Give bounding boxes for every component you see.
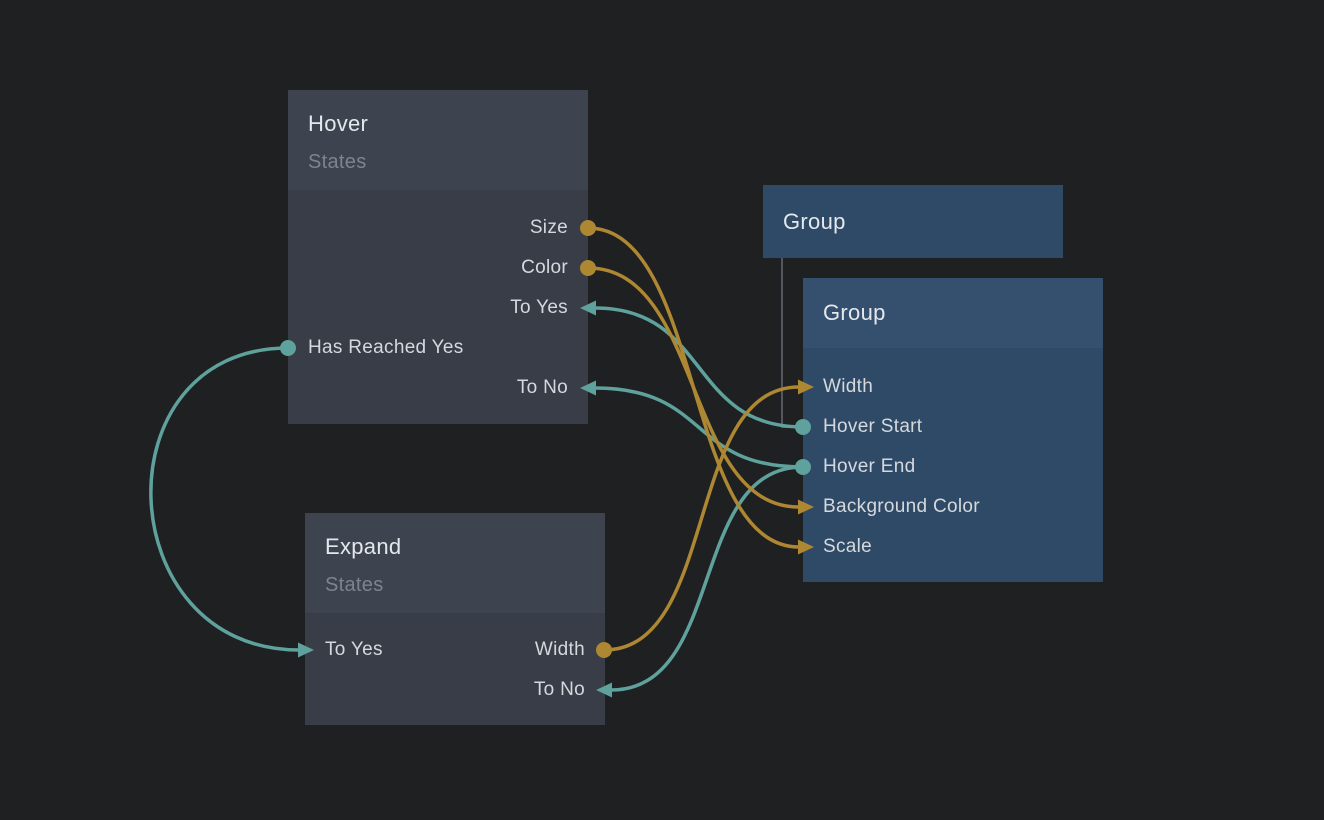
node-title: Group [783,209,846,234]
connection-hover.color-to-group.backgroundColor [586,266,814,515]
node-expand[interactable]: Expand States To Yes Width To No [305,513,605,725]
port-size[interactable]: Size [529,217,568,238]
port-to-no[interactable]: To No [533,679,585,700]
connection-group.hoverStart-to-hover.toYes [580,300,805,429]
connection-expand.width-to-group.width [602,379,814,652]
node-subtitle: States [325,574,384,596]
node-title: Group [823,300,886,325]
port-background-color[interactable]: Background Color [823,496,980,517]
port-dot-hover.size[interactable] [580,220,596,236]
hierarchy-line [781,258,794,428]
connection-group.hoverEnd-to-hover.toNo [580,380,805,469]
connection-group.hoverEnd-to-expand.toNo [596,465,805,698]
node-title: Expand [325,534,402,559]
port-dot-group.hoverEnd[interactable] [795,459,811,475]
port-width[interactable]: Width [823,376,874,397]
port-to-yes[interactable]: To Yes [325,639,383,660]
node-expand-header[interactable]: Expand States [305,513,605,613]
node-group[interactable]: Group Width Hover Start Hover End Backgr… [803,278,1103,582]
port-dot-hover.hasReachedYes[interactable] [280,340,296,356]
port-to-yes[interactable]: To Yes [510,297,568,318]
node-hover[interactable]: Hover States Size Color To Yes Has Reach… [288,90,588,424]
node-group-header[interactable]: Group [803,278,1103,348]
port-to-no[interactable]: To No [516,377,568,398]
node-subtitle: States [308,151,367,173]
node-group-parent[interactable]: Group [763,185,1063,258]
port-hover-start[interactable]: Hover Start [823,416,923,437]
node-title: Hover [308,111,369,136]
port-dot-group.hoverStart[interactable] [795,419,811,435]
node-hover-header[interactable]: Hover States [288,90,588,190]
port-dot-hover.color[interactable] [580,260,596,276]
port-dot-expand.width[interactable] [596,642,612,658]
port-scale[interactable]: Scale [823,536,873,557]
port-hover-end[interactable]: Hover End [823,456,916,477]
port-width[interactable]: Width [534,639,585,660]
port-color[interactable]: Color [521,257,568,278]
port-has-reached-yes[interactable]: Has Reached Yes [308,337,464,358]
connection-hover.size-to-group.scale [586,226,814,555]
